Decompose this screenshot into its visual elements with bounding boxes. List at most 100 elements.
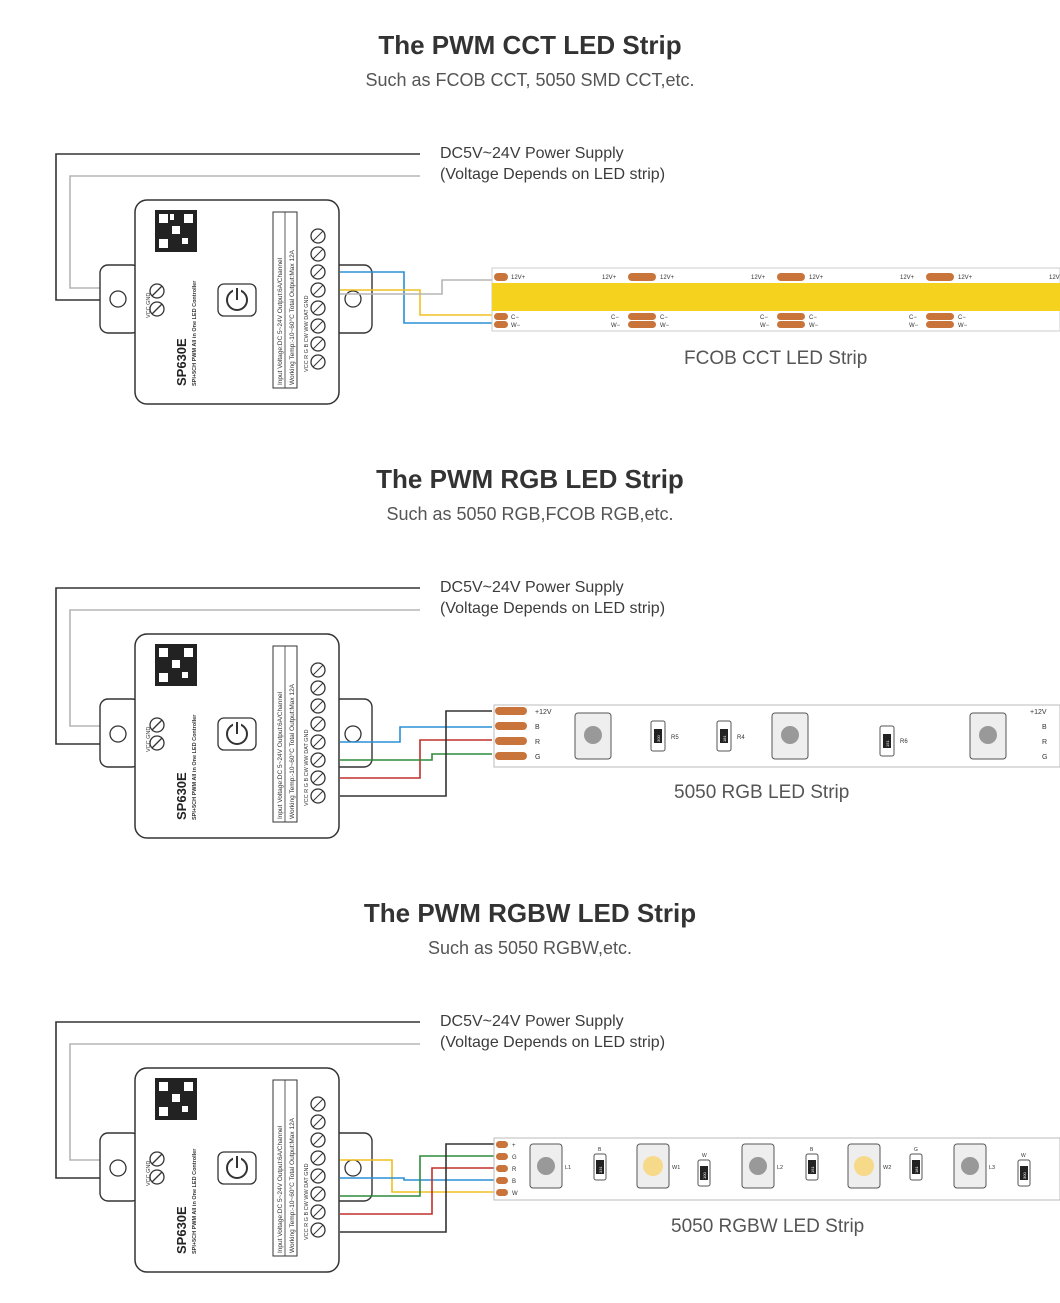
section-subtitle: Such as 5050 RGB,FCOB RGB,etc. bbox=[386, 504, 674, 524]
svg-text:151: 151 bbox=[810, 1166, 815, 1173]
wire-yellow bbox=[340, 289, 492, 316]
controller-spec-2: Working Temp:-10~60°C Total Output:Max 1… bbox=[288, 1117, 296, 1253]
wire-black-strip bbox=[340, 710, 492, 797]
controller-box: SP630E SPI+5CH PWM All in One LED Contro… bbox=[99, 633, 373, 839]
controller-spec-2: Working Temp:-10~60°C Total Output:Max 1… bbox=[288, 683, 296, 819]
svg-text:B: B bbox=[810, 1147, 814, 1153]
rgb-wiring-diagram: SP630E SPI+5CH PWM All in One LED Contro… bbox=[55, 587, 1060, 839]
svg-text:W: W bbox=[1021, 1153, 1026, 1159]
power-wire-black bbox=[55, 587, 420, 745]
svg-text:151: 151 bbox=[885, 740, 890, 747]
controller-description: SPI+5CH PWM All in One LED Controller bbox=[192, 1148, 198, 1254]
svg-text:B: B bbox=[535, 724, 540, 731]
svg-text:G: G bbox=[914, 1147, 918, 1153]
svg-text:+12V: +12V bbox=[1030, 709, 1047, 716]
svg-text:R: R bbox=[1042, 739, 1047, 746]
svg-text:12V+: 12V+ bbox=[511, 275, 526, 281]
wire-gray-strip bbox=[340, 279, 492, 295]
svg-text:12V+: 12V+ bbox=[602, 275, 617, 281]
svg-text:W−: W− bbox=[958, 323, 968, 329]
svg-text:W−: W− bbox=[511, 323, 521, 329]
power-wire-gray bbox=[69, 609, 420, 727]
controller-model: SP630E bbox=[174, 772, 189, 820]
svg-text:C−: C− bbox=[660, 315, 668, 321]
controller-spec-1: Input Voltage:DC 5~24V Output:6A/Channel bbox=[277, 691, 284, 819]
svg-text:L2: L2 bbox=[777, 1165, 783, 1171]
svg-text:W1: W1 bbox=[672, 1165, 680, 1171]
section-subtitle: Such as FCOB CCT, 5050 SMD CCT,etc. bbox=[365, 70, 695, 90]
controller-spec-1: Input Voltage:DC 5~24V Output:6A/Channel bbox=[277, 257, 284, 385]
section-title: The PWM CCT LED Strip bbox=[378, 30, 682, 60]
output-terminals bbox=[310, 1096, 326, 1238]
fcob-cct-strip: 12V+ 12V+ 12V+ 12V+ 12V+ 12V+ 12V+ 12V+ … bbox=[491, 267, 1060, 332]
strip-label: 5050 RGB LED Strip bbox=[674, 782, 850, 803]
section-title: The PWM RGB LED Strip bbox=[376, 464, 684, 494]
svg-text:C−: C− bbox=[760, 315, 768, 321]
svg-text:W−: W− bbox=[809, 323, 819, 329]
svg-text:W−: W− bbox=[760, 323, 770, 329]
svg-text:12V+: 12V+ bbox=[958, 275, 973, 281]
svg-text:G: G bbox=[512, 1155, 517, 1161]
section-rgb: The PWM RGB LED Strip Such as 5050 RGB,F… bbox=[0, 434, 1060, 868]
svg-text:+12V: +12V bbox=[535, 709, 552, 716]
svg-text:300: 300 bbox=[656, 735, 661, 742]
svg-text:W2: W2 bbox=[883, 1165, 891, 1171]
svg-text:+: + bbox=[512, 1143, 516, 1149]
wire-red bbox=[340, 1167, 494, 1215]
cct-wiring-diagram: SP630E SPI+5CH PWM All in One LED Contro… bbox=[55, 153, 1060, 405]
svg-text:181: 181 bbox=[914, 1166, 919, 1173]
svg-text:B: B bbox=[598, 1147, 602, 1153]
svg-text:300: 300 bbox=[1022, 1172, 1027, 1179]
terminal-labels: VCC R G B CW WW DAT GND bbox=[304, 729, 310, 806]
section-cct: The PWM CCT LED Strip Such as FCOB CCT, … bbox=[0, 0, 1060, 434]
rgbw-5050-strip: + G R B W L1 bbox=[493, 1137, 1060, 1201]
strip-label: 5050 RGBW LED Strip bbox=[671, 1216, 865, 1237]
svg-text:B: B bbox=[512, 1179, 516, 1185]
power-wire-gray bbox=[69, 1043, 420, 1161]
svg-text:12V+: 12V+ bbox=[900, 275, 915, 281]
svg-text:W: W bbox=[512, 1191, 518, 1197]
wire-blue bbox=[340, 271, 492, 324]
power-terminal-labels: VCC GND bbox=[146, 293, 152, 318]
svg-text:331: 331 bbox=[598, 1166, 603, 1173]
svg-text:R4: R4 bbox=[737, 735, 745, 741]
svg-text:12V+: 12V+ bbox=[660, 275, 675, 281]
svg-text:W−: W− bbox=[611, 323, 621, 329]
power-wire-black bbox=[55, 1021, 420, 1179]
svg-text:C−: C− bbox=[611, 315, 619, 321]
svg-text:C−: C− bbox=[958, 315, 966, 321]
svg-text:B: B bbox=[1042, 724, 1047, 731]
svg-text:G: G bbox=[535, 754, 540, 761]
power-wire-black bbox=[55, 153, 420, 301]
svg-text:W−: W− bbox=[660, 323, 670, 329]
section-subtitle: Such as 5050 RGBW,etc. bbox=[427, 938, 633, 958]
svg-text:C−: C− bbox=[809, 315, 817, 321]
output-terminals bbox=[310, 228, 326, 370]
rgbw-wiring-diagram: SP630E SPI+5CH PWM All in One LED Contro… bbox=[55, 1021, 1060, 1273]
power-supply-label: DC5V~24V Power Supply (Voltage Depends o… bbox=[440, 579, 666, 617]
terminal-labels: VCC R G B CW WW DAT GND bbox=[304, 1163, 310, 1240]
svg-text:W: W bbox=[702, 1153, 707, 1159]
svg-text:C−: C− bbox=[909, 315, 917, 321]
controller-description: SPI+5CH PWM All in One LED Controller bbox=[192, 714, 198, 820]
svg-text:12V+: 12V+ bbox=[809, 275, 824, 281]
output-terminals bbox=[310, 662, 326, 804]
svg-text:12V+: 12V+ bbox=[1049, 275, 1060, 281]
svg-text:12V+: 12V+ bbox=[751, 275, 766, 281]
power-supply-label: DC5V~24V Power Supply (Voltage Depends o… bbox=[440, 145, 666, 183]
power-terminal-labels: VCC GND bbox=[146, 727, 152, 752]
wire-green bbox=[340, 753, 492, 761]
controller-box: SP630E SPI+5CH PWM All in One LED Contro… bbox=[99, 1067, 373, 1273]
wire-green bbox=[340, 1155, 494, 1197]
terminal-labels: VCC R G B CW WW DAT GND bbox=[304, 295, 310, 372]
strip-label: FCOB CCT LED Strip bbox=[684, 348, 868, 369]
svg-text:R6: R6 bbox=[900, 739, 908, 745]
controller-spec-1: Input Voltage:DC 5~24V Output:6A/Channel bbox=[277, 1125, 284, 1253]
rgb-5050-strip: +12V B R G +12V B R G bbox=[493, 704, 1060, 768]
controller-box: SP630E SPI+5CH PWM All in One LED Contro… bbox=[99, 199, 373, 405]
wire-blue bbox=[340, 1177, 494, 1181]
controller-model: SP630E bbox=[174, 1206, 189, 1254]
svg-text:181: 181 bbox=[722, 735, 727, 742]
power-wire-gray bbox=[69, 175, 420, 289]
power-supply-label: DC5V~24V Power Supply (Voltage Depends o… bbox=[440, 1013, 666, 1051]
